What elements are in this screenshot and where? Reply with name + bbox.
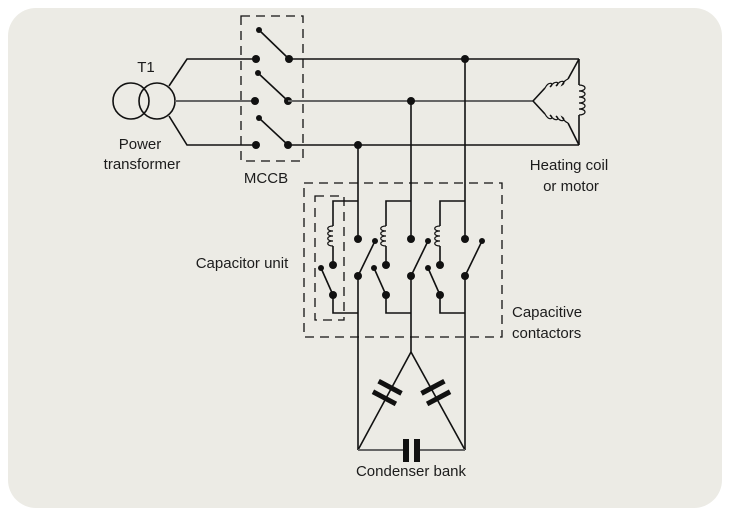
contact-dot: [407, 235, 415, 243]
mccb-label: MCCB: [244, 170, 288, 187]
switch-blade: [257, 72, 289, 102]
coil-return-wire: [332, 295, 358, 314]
capacitor-plate: [371, 389, 398, 407]
capacitor-plate: [403, 439, 409, 462]
main-switch-blade: [357, 240, 376, 277]
contact-dot: [252, 55, 260, 63]
contact-dot: [329, 261, 337, 269]
load-wire: [532, 87, 546, 102]
power-transformer: [112, 58, 256, 146]
capacitor-plate: [377, 378, 403, 396]
capacitive-contactors-enclosure: [303, 182, 503, 338]
capacitor-unit-enclosure: [314, 195, 345, 321]
coil-feed-wire: [439, 200, 465, 226]
transformer-name-line2: transformer: [104, 156, 181, 173]
transformer-name-line1: Power: [119, 136, 162, 153]
load-wire: [532, 100, 546, 115]
capacitor-right: [420, 378, 452, 407]
load-heating-coil-or-motor: [532, 58, 586, 146]
main-switch-blade: [464, 240, 483, 277]
contactor-coil-icon: [327, 225, 334, 247]
mccb-enclosure: [240, 15, 304, 162]
mccb-pole-1: [252, 27, 293, 63]
contact-dot: [461, 235, 469, 243]
coil-feed-wire: [332, 200, 358, 226]
load-label-line1: Heating coil: [530, 157, 608, 174]
aux-switch-blade: [320, 267, 334, 296]
diagram-panel: [8, 8, 722, 508]
phase-l3-lead: [168, 115, 256, 146]
contactor-unit-2: [371, 200, 431, 314]
load-coil-upper: [544, 78, 569, 89]
contactor-coil-icon: [434, 225, 441, 247]
condenser-bank: [357, 276, 466, 462]
coil-feed-wire: [385, 200, 411, 226]
capacitor-left: [371, 378, 403, 407]
coil-return-wire: [439, 295, 465, 314]
contact-dot: [354, 235, 362, 243]
main-switch-blade: [410, 240, 429, 277]
contactors-label-line1: Capacitive: [512, 304, 582, 321]
aux-switch-blade: [373, 267, 387, 296]
delta-side-right: [410, 351, 466, 451]
transformer-secondary-winding: [138, 82, 176, 120]
mccb-pole-2: [251, 70, 292, 105]
switch-blade: [258, 29, 290, 60]
transformer-primary-winding: [112, 82, 150, 120]
contact-dot: [251, 97, 259, 105]
contactors-label-line2: contactors: [512, 325, 581, 342]
capacitor-bottom: [403, 439, 420, 462]
condenser-bank-label: Condenser bank: [356, 463, 467, 480]
capacitor-plate: [425, 389, 452, 407]
contact-dot: [382, 261, 390, 269]
load-wire: [567, 58, 580, 80]
delta-side-left: [357, 351, 412, 451]
mccb-breaker: [240, 15, 304, 162]
aux-switch-blade: [427, 267, 441, 296]
capacitor-unit-label: Capacitor unit: [196, 255, 289, 272]
contactor-unit-1: [318, 200, 378, 314]
contact-dot: [436, 261, 444, 269]
load-label-line2: or motor: [543, 178, 599, 195]
capacitor-plate: [420, 378, 446, 396]
coil-return-wire: [385, 295, 411, 314]
load-coil-right: [578, 84, 586, 116]
contactor-unit-3: [425, 200, 485, 314]
load-coil-lower: [544, 113, 569, 124]
load-wire: [567, 122, 580, 146]
contactor-coil-icon: [380, 225, 387, 247]
contact-dot: [252, 141, 260, 149]
transformer-id-label: T1: [137, 59, 155, 76]
capacitor-plate: [414, 439, 420, 462]
phase-l1-lead: [168, 58, 256, 87]
switch-blade: [258, 117, 289, 146]
mccb-pole-3: [252, 115, 292, 149]
